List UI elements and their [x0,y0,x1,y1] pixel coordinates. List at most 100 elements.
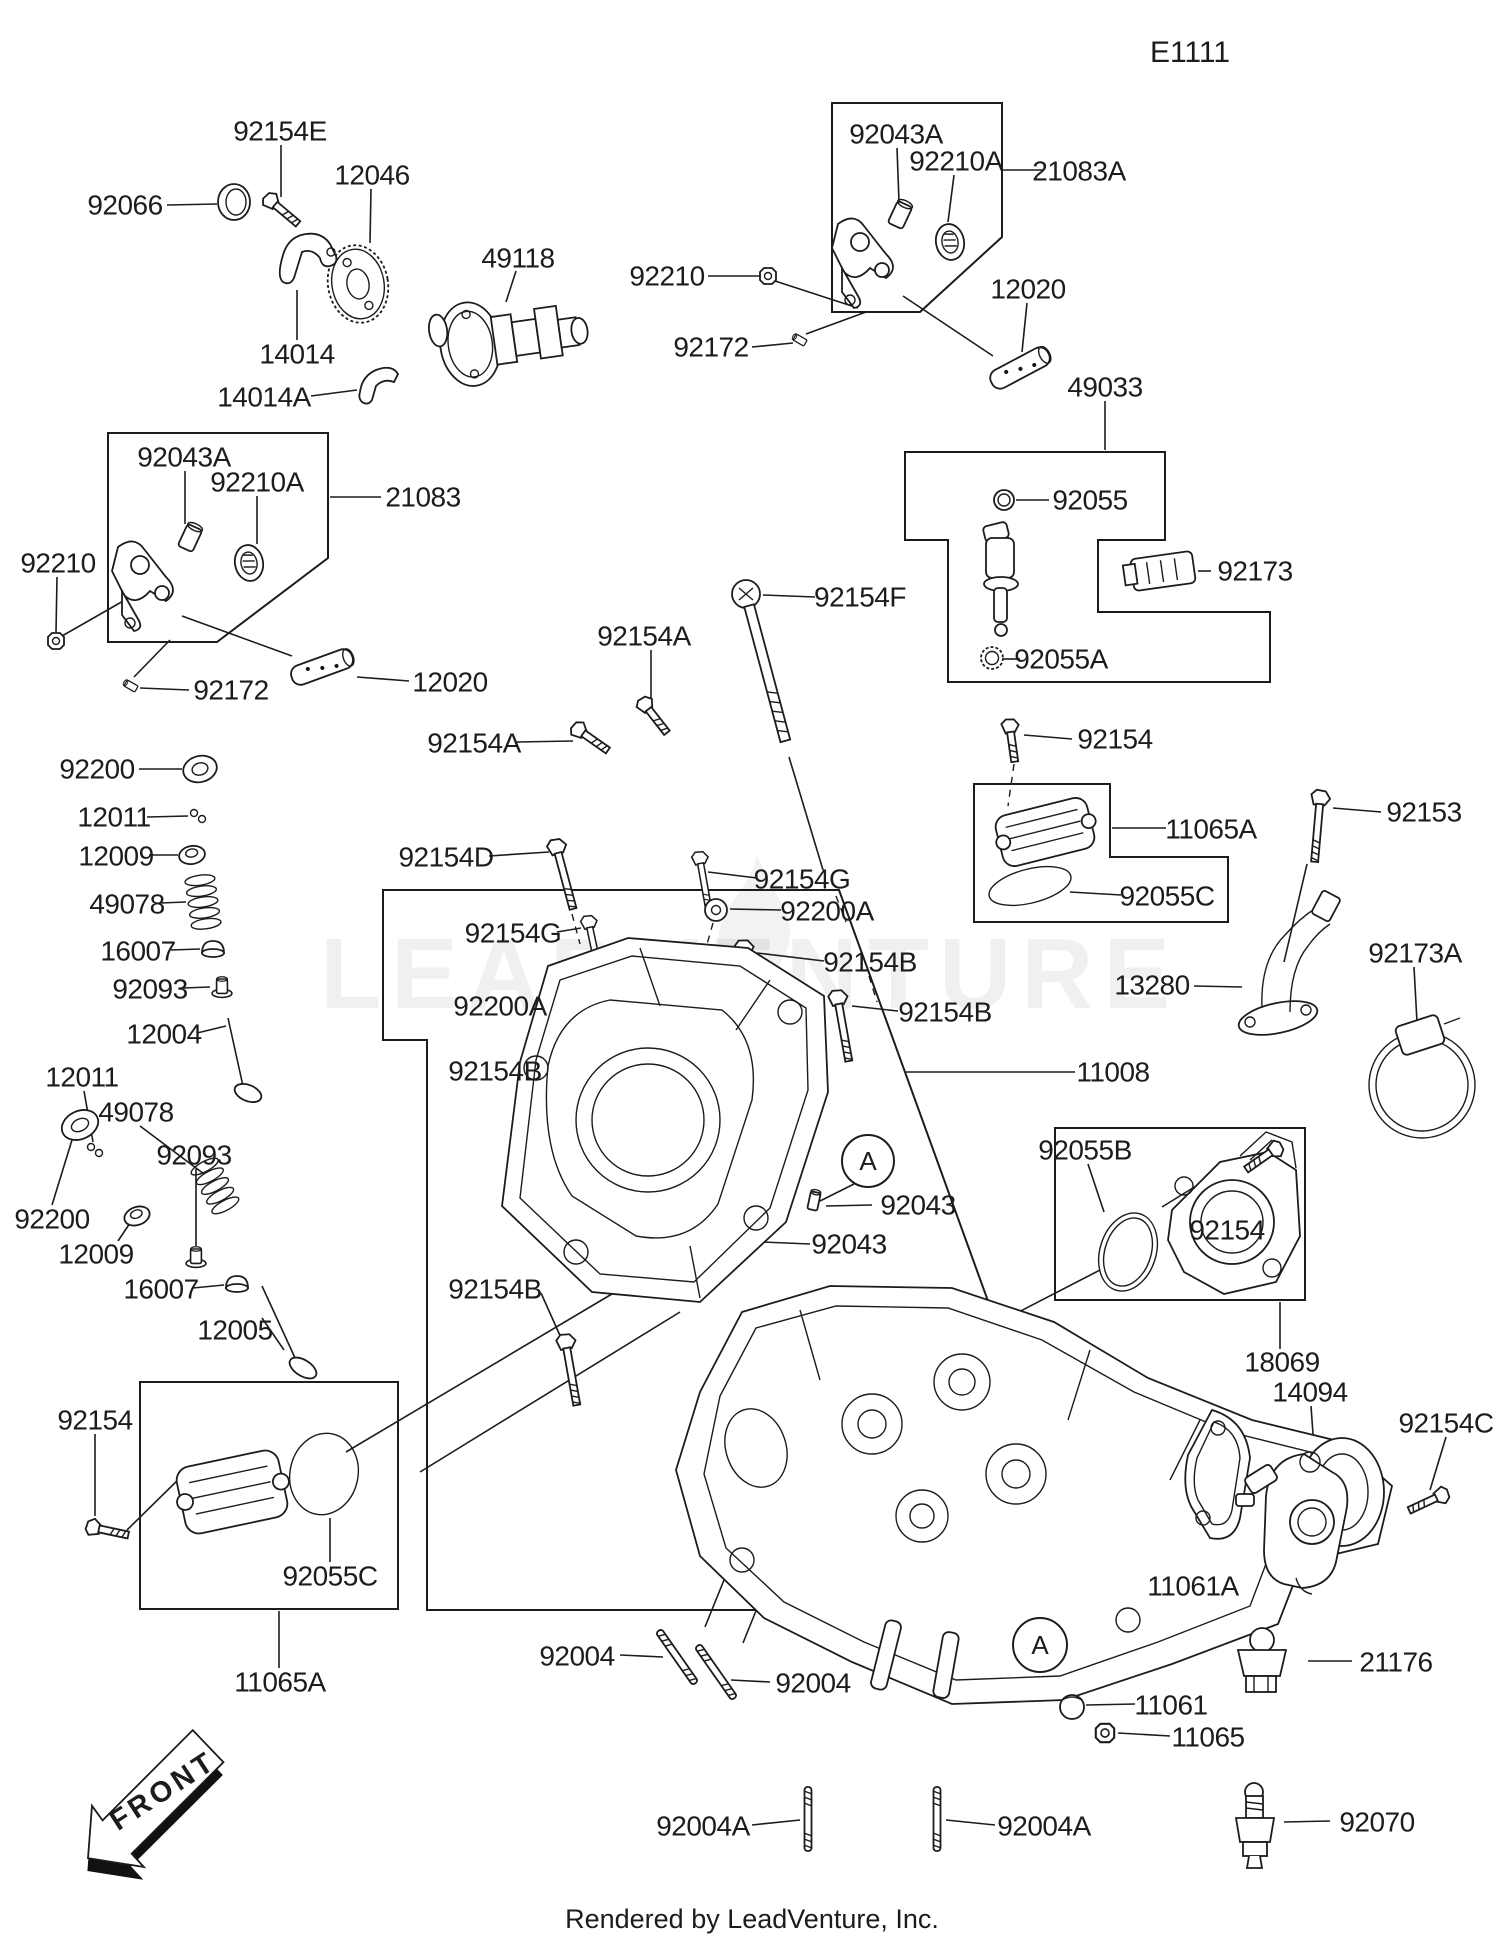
part-label-12046-2: 12046 [334,160,409,191]
spark-plug-92070-drawing [1234,1782,1276,1869]
part-label-92210-9: 92210 [629,261,704,292]
leader-lines [51,145,1447,1826]
part-label-92172-20: 92172 [193,675,268,706]
part-label-12020-21: 12020 [412,667,487,698]
plug-11061-drawing [1059,1694,1085,1720]
stud-92004-2-drawing [693,1642,739,1702]
stud-92004A-1-drawing [803,1786,813,1852]
part-label-13280-43: 13280 [1114,970,1189,1001]
part-label-11065a-40: 11065A [1165,814,1257,845]
part-label-11065-65: 11065 [1171,1722,1244,1753]
retainer-12009-upper-drawing [178,844,206,866]
cam-holder-14014A-drawing [358,366,400,405]
gasket-11061A-drawing [1184,1408,1251,1540]
callout-a-1: A [1012,1617,1068,1673]
part-label-92055c-72: 92055C [282,1561,377,1592]
part-label-92055a-15: 92055A [1014,644,1108,675]
keepers-12011-upper-drawing [189,808,207,824]
stud-92004A-2-drawing [932,1786,942,1852]
part-label-12020-11: 12020 [990,274,1065,305]
callout-circle [1012,1617,1068,1673]
oil-seal-92066-drawing [217,183,251,221]
washer-92200A-right-drawing [704,898,728,922]
group-boxes [107,102,1306,1611]
callout-letter: A [1031,1630,1049,1660]
part-label-92154f-36: 92154F [814,582,906,613]
tensioner-11065A-left-drawing [175,1449,290,1535]
part-label-92066-1: 92066 [87,190,162,221]
cylinder-head-cover-drawing [501,937,829,1303]
fuel-injector-49033-drawing [980,489,1019,670]
part-label-92154-71: 92154 [57,1405,132,1436]
bolt-92154F-drawing [731,579,792,744]
bolt-92154A-upper-drawing [633,692,675,739]
screw-92172-top-drawing [790,332,808,347]
o-ring-92055-drawing [993,489,1015,511]
part-label-18069-59: 18069 [1244,1347,1319,1378]
part-label-92153-42: 92153 [1386,797,1461,828]
part-label-11061-64: 11061 [1134,1690,1207,1721]
shaft-12020-top-drawing [986,342,1055,393]
shaft-12020-left-drawing [287,645,358,689]
part-label-92154d-45: 92154D [398,842,493,873]
tensioner-11065A-right-drawing [994,797,1097,867]
nut-92210-left-drawing [47,632,65,650]
box-21083A [831,102,1003,313]
part-label-21176-63: 21176 [1359,1647,1432,1678]
part-number-labels: 92154E9206612046491181401414014A92043A92… [14,116,1494,1842]
gasket-92055C-left-drawing [288,1432,360,1516]
part-label-92200-22: 92200 [59,754,134,785]
bolt-92154A-lower-drawing [567,717,614,758]
part-label-11008-56: 11008 [1076,1057,1149,1088]
part-label-92154b-51: 92154B [898,997,992,1028]
bolt-92154-mid-drawing [999,716,1025,764]
bolt-92153-drawing [1304,788,1332,864]
camshaft-49118-drawing [427,301,589,387]
bearing-92210A-top-drawing [932,220,968,264]
part-label-92154e-0: 92154E [233,116,327,147]
part-label-16007-26: 16007 [100,936,175,967]
box-11008-head [382,889,1102,1611]
part-label-12009-33: 12009 [58,1239,133,1270]
part-label-92172-10: 92172 [673,332,748,363]
part-label-92043-55: 92043 [811,1229,886,1260]
part-label-92055-13: 92055 [1052,485,1127,516]
part-label-92093-27: 92093 [112,974,187,1005]
box-18069 [1054,1127,1306,1301]
part-label-92154b-52: 92154B [448,1056,542,1087]
part-label-92154-39: 92154 [1077,724,1152,755]
circled-callouts: AA [841,1134,1068,1673]
part-label-12005-35: 12005 [197,1315,272,1346]
part-label-11061a-62: 11061A [1147,1571,1239,1602]
part-label-92154a-37: 92154A [597,621,691,652]
part-label-49078-30: 49078 [98,1097,173,1128]
part-label-92154g-46: 92154G [465,918,562,949]
part-label-92154c-61: 92154C [1398,1408,1493,1439]
part-label-14014a-5: 14014A [217,382,311,413]
part-label-16007-34: 16007 [123,1274,198,1305]
spring-seat-16007-lower-drawing [225,1275,249,1293]
part-label-92210-19: 92210 [20,548,95,579]
hose-clamp-92173A-drawing [1368,1014,1476,1139]
part-label-92070-70: 92070 [1339,1807,1414,1838]
connector-92173-drawing [1121,550,1197,592]
thermostat-housing-14094-drawing [1235,1451,1349,1595]
part-label-21083-18: 21083 [385,482,460,513]
part-label-92154b-53: 92154B [448,1274,542,1305]
spring-seat-16007-upper-drawing [201,940,225,958]
valve-seal-92093-upper-drawing [211,975,233,999]
retainer-12009-lower-drawing [123,1205,151,1227]
part-label-92210a-7: 92210A [909,146,1003,177]
rocker-arm-21083A-drawing [831,217,894,309]
part-label-92004-67: 92004 [775,1668,850,1699]
box-11065A-left [139,1381,399,1610]
part-label-12009-24: 12009 [78,841,153,872]
gasket-92055C-right-drawing [988,865,1072,907]
bushing-92043A-left-drawing [176,519,205,554]
nut-11065-drawing [1094,1722,1116,1744]
valve-12004-drawing [227,1017,263,1103]
part-label-49033-12: 49033 [1067,372,1142,403]
valve-seal-92093-lower-drawing [185,1245,207,1269]
